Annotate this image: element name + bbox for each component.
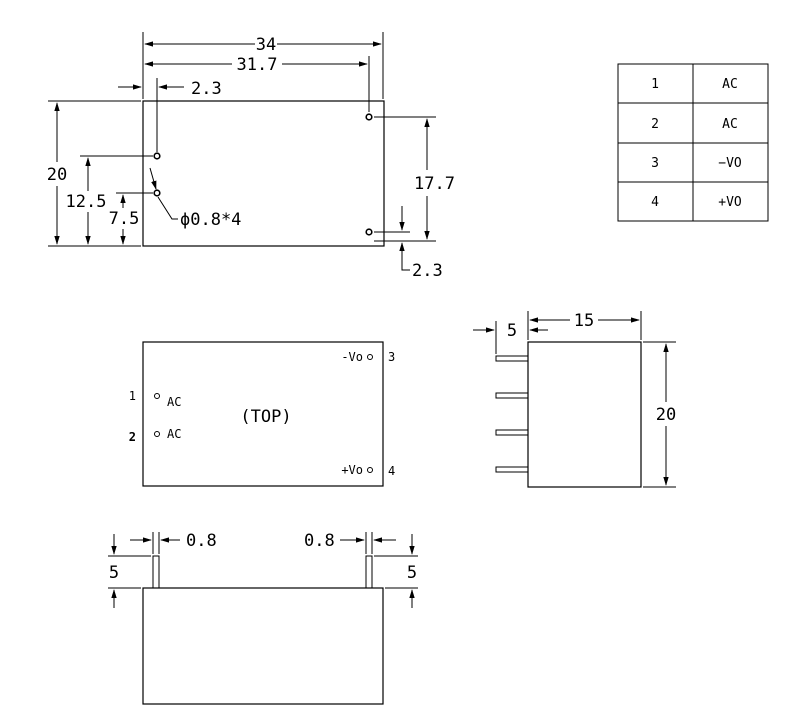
pin3-hole [365, 113, 373, 121]
pin1-hole [153, 152, 161, 160]
pin-function-cell: −VO [718, 156, 742, 171]
dimension-height: 20 [47, 100, 141, 247]
module-outline-side [527, 341, 642, 488]
top-pin1-name: AC [167, 395, 181, 409]
dimension-pin1-height: 12.5 [66, 155, 153, 245]
top-pin4-number: 4 [388, 464, 395, 478]
dimension-pin-span: 31.7 [144, 55, 370, 112]
pin-number-cell: 1 [651, 77, 659, 92]
table-row: 1 AC [651, 77, 738, 92]
dim-17-7-label: 17.7 [414, 174, 455, 194]
top-pin3-marker [367, 354, 373, 360]
top-pin1-marker [154, 393, 160, 399]
dim-front-5-left-label: 5 [109, 563, 119, 583]
hole-callout: ϕ0.8*4 [149, 167, 241, 230]
front-pin-right [365, 555, 373, 589]
table-row: 2 AC [651, 117, 738, 132]
dimension-pin2-height: 7.5 [109, 192, 153, 245]
side-pin [495, 392, 529, 399]
dim-side-20-label: 20 [656, 405, 676, 425]
pin-number-cell: 4 [651, 195, 659, 210]
dimension-side-depth: 15 [529, 311, 642, 340]
module-outline-top-view [142, 341, 384, 487]
dimension-front-pin-length-right: 5 [374, 534, 418, 608]
module-outline-top [142, 100, 385, 247]
pin-number-cell: 3 [651, 156, 659, 171]
pin-function-cell: AC [722, 77, 738, 92]
pin4-hole [365, 228, 373, 236]
side-pin [495, 466, 529, 473]
pin-table: 1 AC 2 AC 3 −VO 4 +VO [617, 63, 769, 222]
front-view-drawing: 0.8 0.8 5 5 [108, 531, 418, 705]
dimension-front-pin-width-left: 0.8 [130, 531, 217, 554]
top-pin2-marker [154, 431, 160, 437]
pin2-hole [153, 189, 161, 197]
dim-31-7-label: 31.7 [237, 55, 278, 75]
top-pin1-number: 1 [129, 389, 136, 403]
front-pin-left [152, 555, 160, 589]
dimension-bottom-offset: 2.3 [374, 206, 443, 281]
dim-front-0-8-left-label: 0.8 [186, 531, 217, 551]
side-view-drawing: 5 15 20 [473, 311, 676, 488]
table-row: 3 −VO [651, 156, 742, 171]
top-pin2-number: 2 [129, 430, 136, 444]
pin-function-cell: +VO [718, 195, 742, 210]
dim-2-3-bottom-label: 2.3 [412, 261, 443, 281]
top-view-label: (TOP) [240, 407, 291, 427]
top-view-drawing: (TOP) 1 AC 2 AC -Vo 3 +Vo 4 [129, 341, 395, 487]
top-pin3-number: 3 [388, 350, 395, 364]
dimension-front-pin-length-left: 5 [108, 534, 151, 608]
dim-side-5-label: 5 [507, 321, 517, 341]
dim-20-label: 20 [47, 165, 67, 185]
hole-layout-drawing: 34 31.7 2.3 20 12.5 [47, 32, 455, 281]
module-outline-front [142, 587, 384, 705]
dimension-side-pin-length: 5 [473, 311, 548, 354]
dimension-front-pin-width-right: 0.8 [304, 531, 396, 554]
pin-function-cell: AC [722, 117, 738, 132]
top-pin3-name: -Vo [341, 350, 363, 364]
dimension-left-offset: 2.3 [118, 78, 222, 152]
dim-34-label: 34 [256, 35, 276, 55]
side-pin [495, 429, 529, 436]
dimension-right-spacing: 17.7 [374, 116, 455, 242]
dim-front-5-right-label: 5 [407, 563, 417, 583]
dim-side-15-label: 15 [574, 311, 594, 331]
dim-2-3-left-label: 2.3 [191, 79, 222, 99]
dimension-total-width: 34 [142, 32, 384, 99]
top-pin4-marker [367, 467, 373, 473]
dim-7-5-label: 7.5 [109, 209, 140, 229]
pin-number-cell: 2 [651, 117, 659, 132]
dimension-side-height: 20 [643, 341, 676, 488]
top-pin4-name: +Vo [341, 463, 363, 477]
dim-12-5-label: 12.5 [66, 192, 107, 212]
dim-front-0-8-right-label: 0.8 [304, 531, 335, 551]
side-pin [495, 355, 529, 362]
table-row: 4 +VO [651, 195, 742, 210]
top-pin2-name: AC [167, 427, 181, 441]
hole-note-label: ϕ0.8*4 [180, 210, 241, 230]
